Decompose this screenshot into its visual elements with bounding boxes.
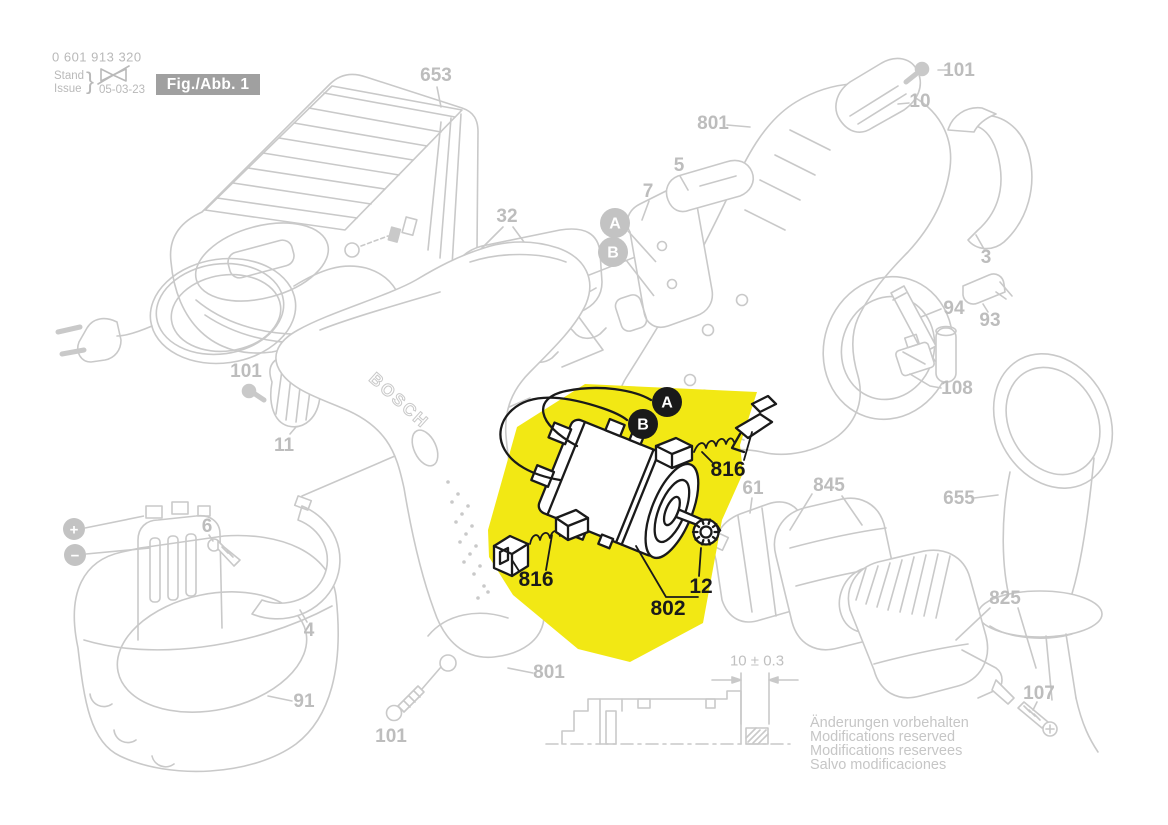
stand-label: Stand bbox=[54, 70, 85, 82]
svg-text:B: B bbox=[607, 245, 619, 262]
brush-set-right-816 bbox=[654, 394, 778, 470]
callout-screw-101-bottom: 101 bbox=[375, 726, 407, 747]
callout-brush-left-816: 816 bbox=[518, 568, 554, 591]
ring-4 bbox=[251, 495, 341, 623]
battery-plus-icon bbox=[63, 518, 85, 540]
bit-93 bbox=[962, 273, 1013, 313]
callout-screw-101-mid: 101 bbox=[230, 361, 262, 382]
power-plug-icon bbox=[55, 317, 122, 363]
footer-notes: Änderungen vorbehalten Modifications res… bbox=[810, 715, 969, 773]
callout-motor-802: 802 bbox=[650, 597, 686, 620]
callout-gearbox-845: 845 bbox=[813, 475, 845, 496]
screw-101-mid bbox=[241, 383, 267, 403]
svg-text:A: A bbox=[609, 216, 621, 233]
screw-101-bottom bbox=[385, 666, 442, 722]
button-5 bbox=[665, 159, 755, 213]
footer-note-de: Änderungen vorbehalten bbox=[810, 715, 969, 731]
pinion-gear-12 bbox=[691, 518, 721, 546]
callout-stand-655: 655 bbox=[943, 488, 975, 509]
svg-text:A: A bbox=[661, 395, 673, 412]
figure-badge: Fig./Abb. 1 bbox=[156, 74, 260, 95]
callout-chuck-825: 825 bbox=[989, 588, 1021, 609]
footer-note-en: Modifications reserved bbox=[810, 729, 956, 745]
selector-a-marker bbox=[600, 208, 630, 238]
screw-107 bbox=[1017, 701, 1058, 737]
callout-housing-bottom-801: 801 bbox=[533, 662, 565, 683]
brush-set-left-816 bbox=[492, 508, 590, 578]
motor-wire-a bbox=[541, 386, 653, 448]
battery-minus-icon bbox=[64, 544, 86, 566]
dimension-label: 10 ± 0.3 bbox=[729, 652, 785, 670]
revision-date: 05-03-23 bbox=[99, 84, 146, 96]
callout-battery-91: 91 bbox=[293, 691, 315, 712]
power-cord bbox=[55, 257, 397, 365]
charger-653 bbox=[169, 73, 479, 354]
callout-housing-801: 801 bbox=[697, 113, 729, 134]
battery-pack-91 bbox=[73, 501, 339, 773]
svg-text:−: − bbox=[71, 547, 80, 564]
callout-gear-61: 61 bbox=[742, 478, 764, 499]
callout-screw-6: 6 bbox=[201, 516, 213, 537]
document-part-number: 0 601 913 320 bbox=[52, 49, 142, 65]
gray-markers: A B + − bbox=[63, 208, 657, 566]
callout-switch-7: 7 bbox=[642, 181, 654, 202]
svg-text:+: + bbox=[70, 521, 79, 538]
wire-a-marker bbox=[652, 387, 682, 417]
dimension-drawing bbox=[545, 672, 799, 745]
footer-note-fr: Modifications reservees bbox=[810, 743, 963, 759]
callout-pinion-12: 12 bbox=[689, 575, 713, 598]
superseded-icon bbox=[97, 65, 130, 85]
chuck-825 bbox=[847, 549, 1037, 705]
switch-7 bbox=[614, 186, 714, 332]
screw-101-top-right bbox=[903, 61, 949, 85]
callout-button-5: 5 bbox=[673, 155, 685, 176]
callout-cap-3: 3 bbox=[980, 247, 992, 268]
callout-bit-93: 93 bbox=[979, 310, 1001, 331]
callout-release-10: 10 bbox=[909, 91, 931, 112]
motor-wire-markers: A B bbox=[628, 387, 682, 439]
callout-brush-right-816: 816 bbox=[710, 458, 746, 481]
end-cap-3 bbox=[947, 106, 1033, 250]
screw-6 bbox=[207, 534, 241, 567]
footer-note-es: Salvo modificaciones bbox=[810, 757, 947, 773]
brace-glyph: } bbox=[86, 68, 95, 95]
callout-ring-4: 4 bbox=[303, 620, 315, 641]
callout-screw-107: 107 bbox=[1023, 683, 1055, 704]
svg-text:B: B bbox=[637, 417, 649, 434]
callout-tube-108: 108 bbox=[941, 378, 973, 399]
callout-screw-101-top-right: 101 bbox=[943, 60, 975, 81]
callout-vent-11: 11 bbox=[273, 435, 295, 456]
selector-b-marker bbox=[598, 237, 628, 267]
tube-108 bbox=[895, 325, 957, 389]
issue-label: Issue bbox=[54, 83, 82, 95]
wire-b-marker bbox=[628, 409, 658, 439]
callout-spindle-94: 94 bbox=[943, 298, 965, 319]
motor-wire-b bbox=[499, 396, 629, 482]
callout-cover-32: 32 bbox=[496, 206, 518, 227]
callout-charger-653: 653 bbox=[420, 65, 452, 86]
